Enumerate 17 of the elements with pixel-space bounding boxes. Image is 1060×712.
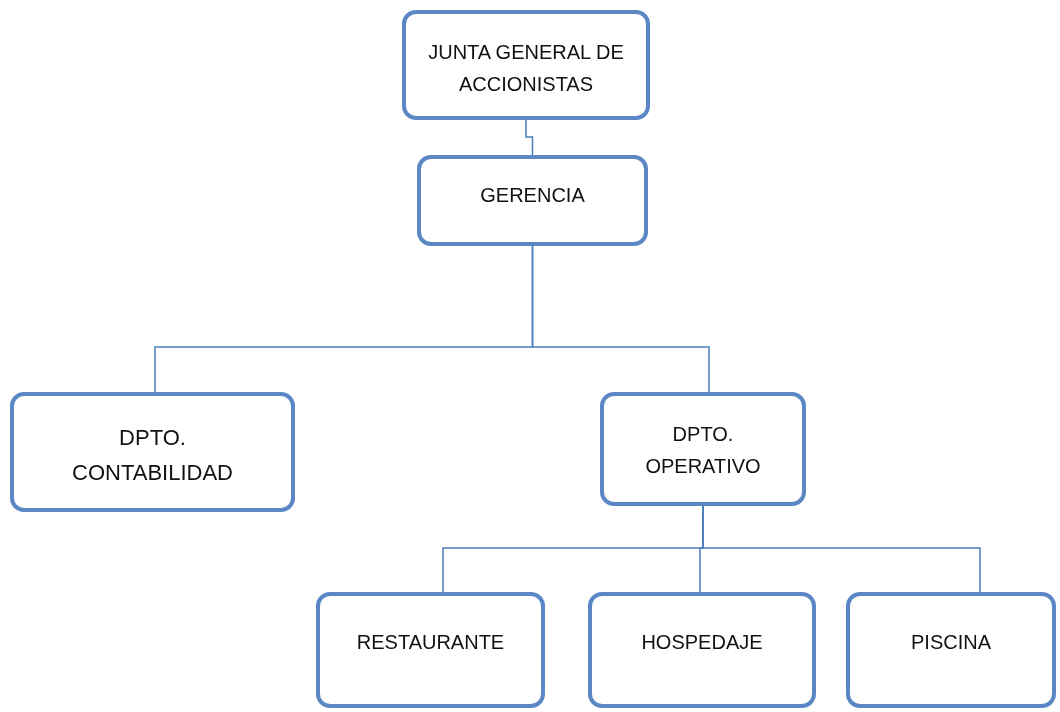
box-label: DPTO. CONTABILIDAD bbox=[71, 424, 234, 488]
box-label: HOSPEDAJE bbox=[641, 630, 763, 655]
org-box bbox=[588, 592, 816, 708]
connector-line bbox=[525, 119, 534, 156]
org-box bbox=[417, 155, 648, 246]
box-label: JUNTA GENERAL DE ACCIONISTAS bbox=[427, 40, 625, 97]
org-box bbox=[10, 392, 295, 512]
org-box bbox=[600, 392, 806, 506]
connector-line bbox=[531, 245, 710, 393]
org-box bbox=[316, 592, 545, 708]
connector-line bbox=[702, 505, 981, 593]
org-box bbox=[402, 10, 650, 120]
box-label: GERENCIA bbox=[480, 183, 585, 208]
org-box bbox=[846, 592, 1056, 708]
box-label: RESTAURANTE bbox=[356, 630, 505, 655]
box-label: PISCINA bbox=[911, 630, 991, 655]
box-label: DPTO. OPERATIVO bbox=[644, 422, 762, 479]
